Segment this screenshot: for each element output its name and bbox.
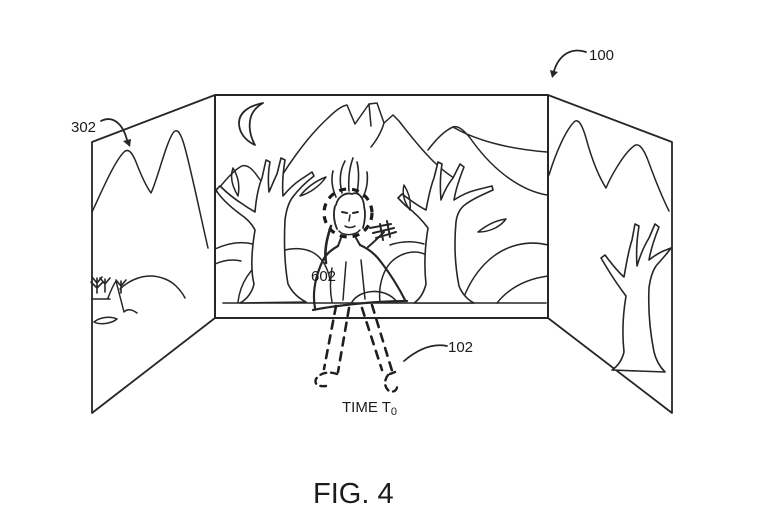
ref-100-label: 100 xyxy=(589,47,614,64)
left-panel-mountains xyxy=(91,129,209,249)
ref-102-label: 102 xyxy=(448,339,473,356)
small-tree-icon xyxy=(90,276,104,294)
right-panel-tree xyxy=(600,223,672,373)
center-panel xyxy=(214,94,549,319)
user-face xyxy=(333,192,366,236)
hair-braid-leader xyxy=(324,224,333,265)
ref-302-label: 302 xyxy=(71,119,96,136)
right-panel xyxy=(547,94,673,414)
small-tree-icon xyxy=(99,277,111,293)
field-lines xyxy=(214,241,425,265)
small-tree-icon xyxy=(115,279,127,294)
right-panel-mountains xyxy=(548,120,670,212)
ref-602-label: 602 xyxy=(311,268,336,285)
grass-spikes xyxy=(331,157,369,198)
user-figure xyxy=(311,187,409,393)
center-mountain-ridges xyxy=(368,103,385,148)
time-label: TIME T0 xyxy=(342,399,397,418)
arrow-100-curve xyxy=(553,49,587,72)
leader-102-line xyxy=(403,344,448,362)
hair-outline xyxy=(333,192,366,230)
hand-scribble xyxy=(369,220,397,241)
moon-icon xyxy=(238,102,264,146)
right-foot xyxy=(383,370,399,393)
mouth xyxy=(344,225,356,229)
left-leg-dashes xyxy=(322,304,351,374)
dashed-legs xyxy=(314,303,399,393)
annotations: 302 100 602 102 TIME T0 FIG. 4 xyxy=(71,47,614,510)
figure-caption: FIG. 4 xyxy=(313,478,394,510)
right-arm xyxy=(367,231,385,248)
arrow-100-head-icon xyxy=(550,70,558,78)
left-foot xyxy=(314,371,339,388)
hills-right xyxy=(461,242,549,304)
torso-folds xyxy=(329,259,366,303)
center-panel-outline xyxy=(214,94,549,319)
right-leg-dashes xyxy=(360,303,395,376)
leaf-cluster xyxy=(230,167,507,233)
left-panel-hill xyxy=(91,275,186,314)
left-panel-small-trees xyxy=(90,276,127,294)
left-panel-log xyxy=(93,316,118,325)
head-tracking-circle xyxy=(322,187,374,239)
eyes xyxy=(341,211,359,214)
arrow-302-curve xyxy=(100,118,128,141)
torso-outline xyxy=(311,243,409,312)
center-tree-left xyxy=(215,157,315,304)
neck xyxy=(337,237,361,247)
left-panel xyxy=(90,94,216,414)
center-mountain-right xyxy=(427,125,548,196)
arrow-302-head-icon xyxy=(123,139,131,147)
left-panel-outline xyxy=(91,94,216,414)
chin xyxy=(338,229,361,236)
nose xyxy=(348,214,351,222)
bush-left xyxy=(237,247,331,303)
center-tree-right xyxy=(397,161,494,304)
